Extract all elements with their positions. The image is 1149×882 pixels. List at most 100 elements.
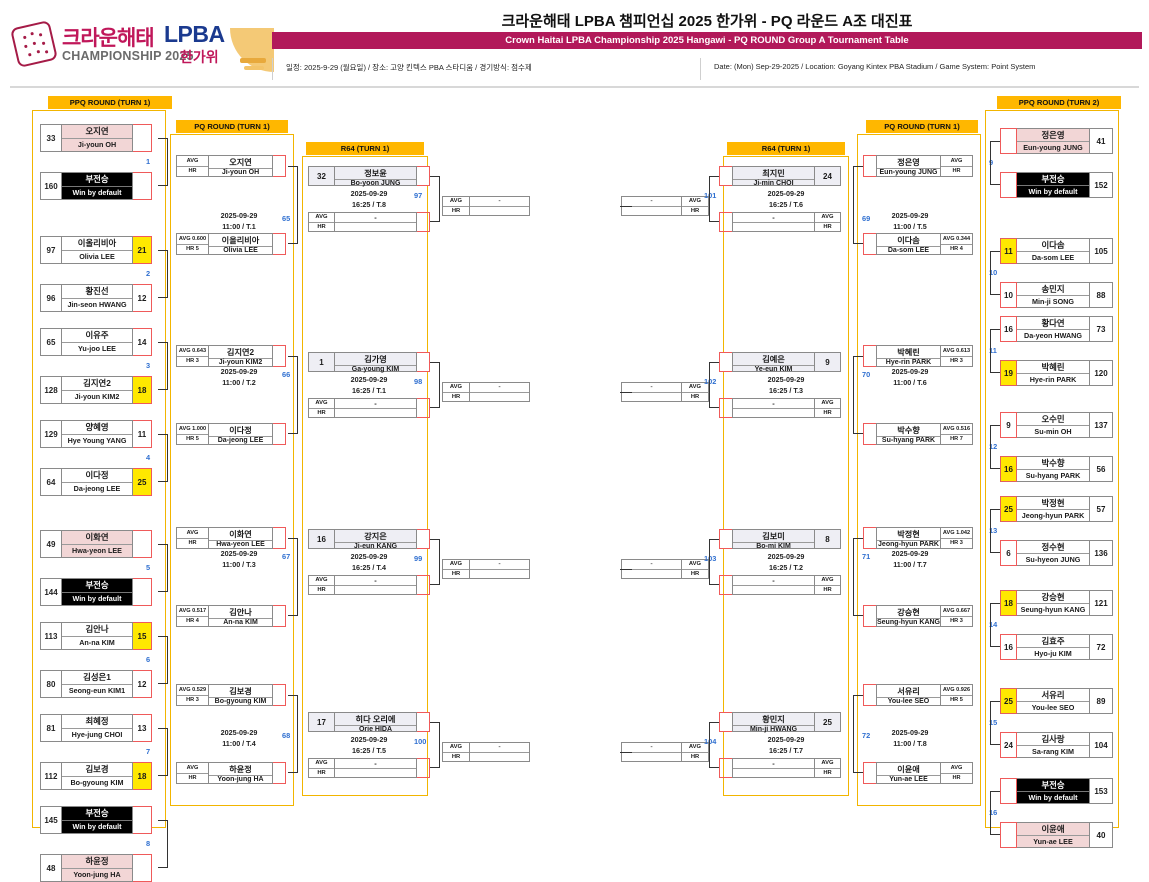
score-endcap bbox=[273, 155, 286, 177]
page-header: 크라운해태 LPBA CHAMPIONSHIP 2025 한가위 크라운해태 L… bbox=[0, 0, 1149, 88]
player-name-kr: 이화연 bbox=[62, 531, 132, 545]
player-name-placeholder: - bbox=[335, 213, 416, 223]
player-name-en: Sa-rang KIM bbox=[1032, 747, 1074, 756]
pq-left-match-number: 68 bbox=[282, 731, 291, 740]
player-seed-number: 16 bbox=[308, 529, 335, 549]
match-time: 11:00 / T.7 bbox=[893, 560, 927, 569]
player-name-en: Yoon-jung HA bbox=[62, 868, 132, 881]
stat-avg: AVG bbox=[682, 197, 708, 207]
player-name-empty bbox=[733, 586, 814, 594]
result-empty bbox=[470, 207, 529, 216]
player-name-kr: 이다정 bbox=[62, 469, 132, 483]
player-score: 18 bbox=[1000, 590, 1017, 616]
score-endcap bbox=[863, 762, 876, 784]
result-empty bbox=[622, 207, 681, 216]
section-header-r64-right: R64 (TURN 1) bbox=[727, 142, 845, 155]
result-placeholder: - bbox=[470, 560, 529, 570]
match-time: 16:25 / T.4 bbox=[352, 563, 386, 572]
stat-avg: AVG 0.344 bbox=[941, 234, 972, 245]
score-endcap bbox=[719, 352, 732, 372]
player-name-kr: 김보경 bbox=[62, 763, 132, 777]
dice-icon bbox=[10, 20, 58, 68]
match-date: 2025-09-29 bbox=[350, 189, 388, 198]
score-endcap bbox=[273, 684, 286, 706]
